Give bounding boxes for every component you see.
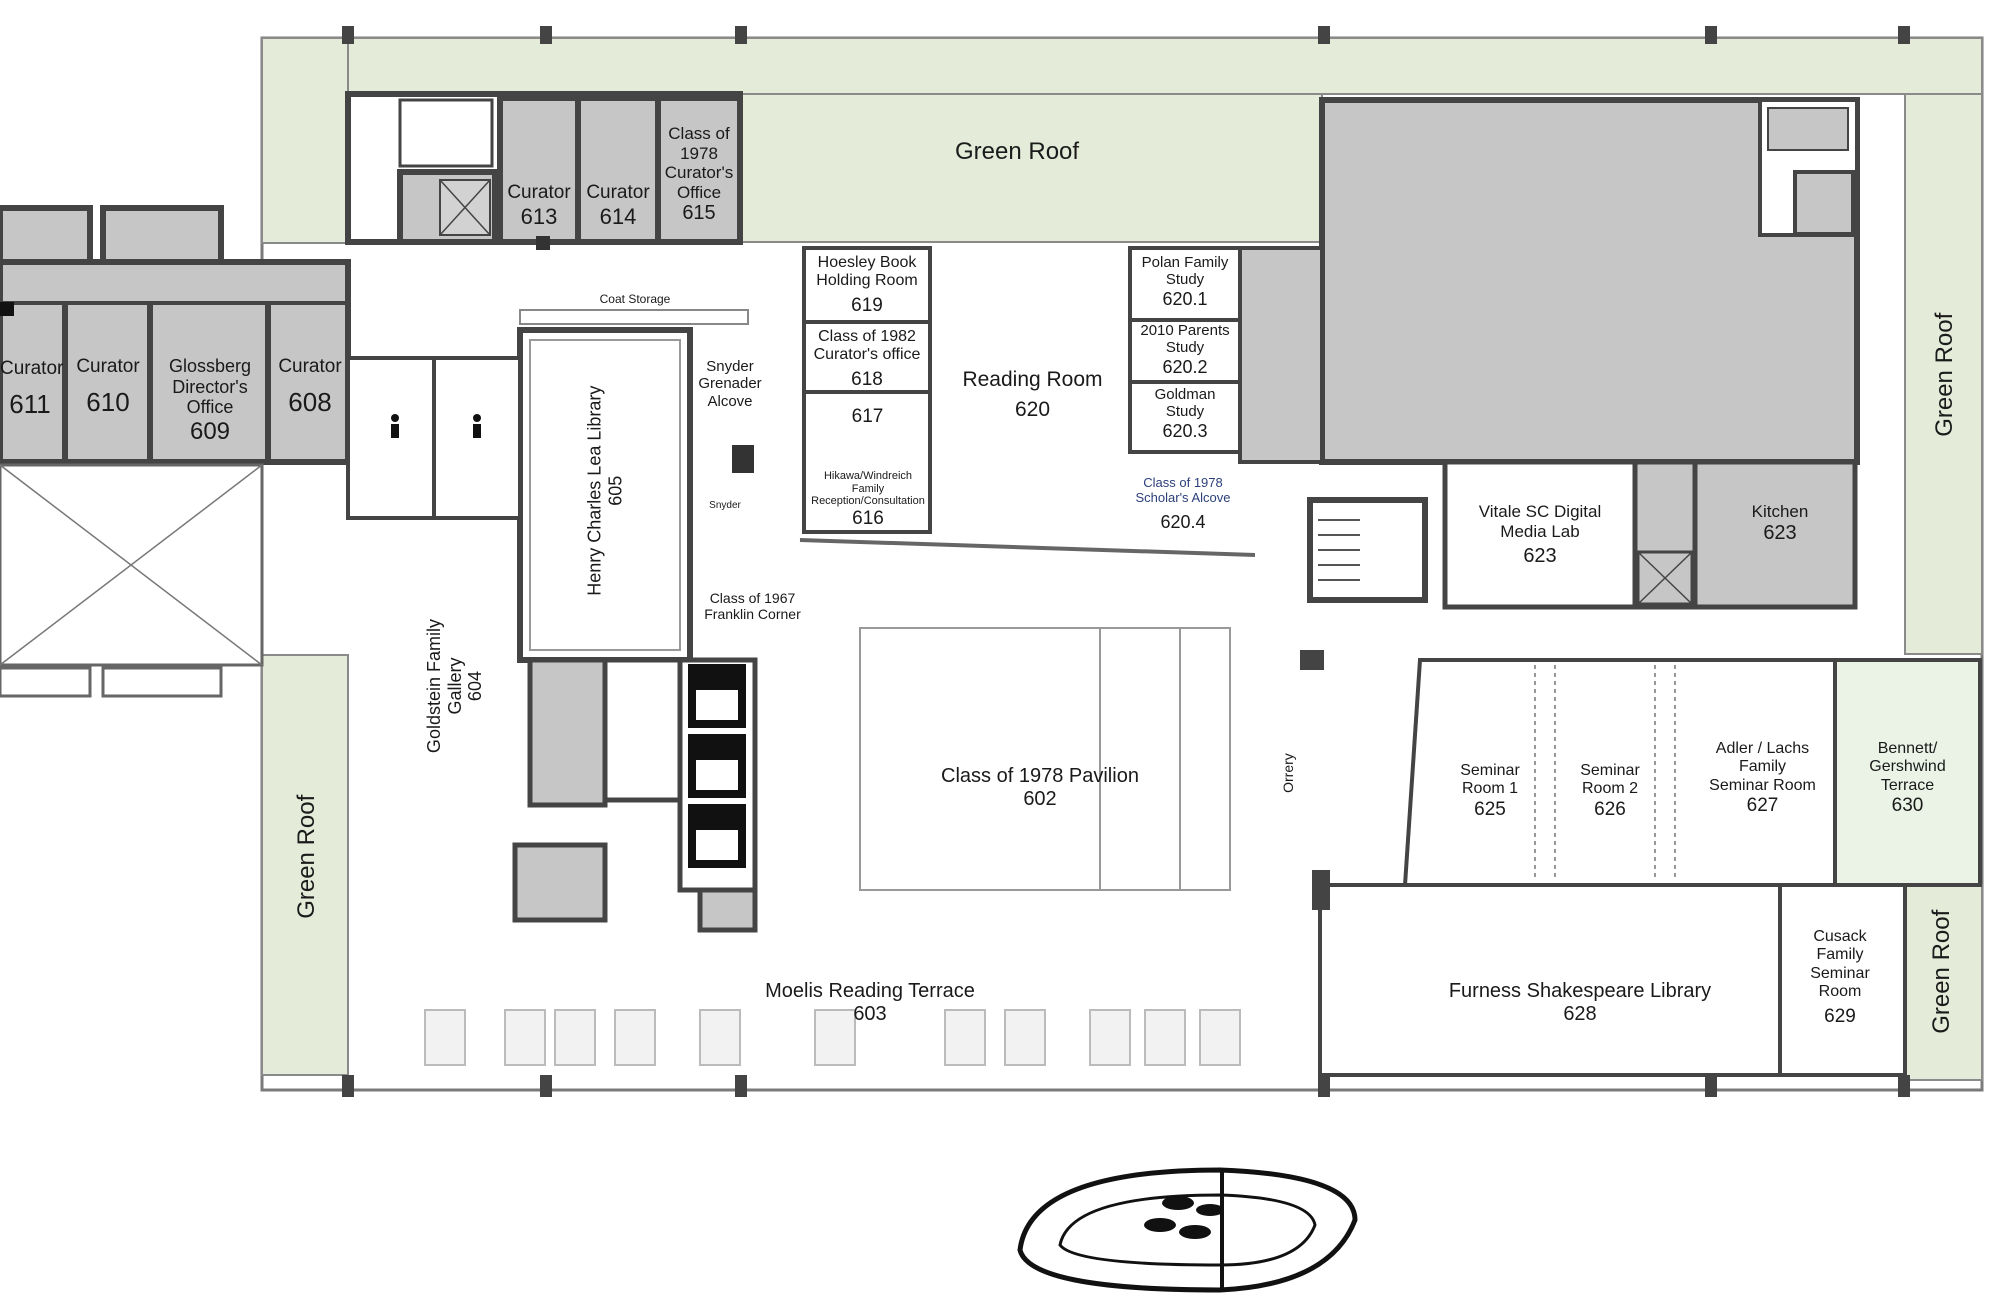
snyder-small-label: Snyder — [709, 500, 741, 511]
pavilion-seating — [859, 627, 1231, 891]
orrery-label: Orrery — [1279, 753, 1296, 793]
northeast-block — [1238, 97, 1860, 465]
north-offices — [345, 91, 743, 250]
green-roof-label-southeast: Green Roof — [1928, 909, 1956, 1034]
green-roof-label-north: Green Roof — [955, 138, 1080, 165]
east-service-rooms — [1442, 459, 1858, 610]
furness-library-block — [1318, 883, 1907, 1077]
restrooms — [346, 356, 522, 520]
left-wing — [0, 205, 351, 698]
seminar-rooms — [1402, 658, 1982, 887]
green-roof-areas — [261, 37, 1983, 1081]
elevator-icon — [688, 664, 746, 868]
compass-logo — [1017, 1167, 1358, 1293]
terrace-tables — [424, 1009, 1241, 1066]
green-roof-label-east: Green Roof — [1931, 312, 1959, 437]
structural-columns — [342, 26, 1910, 1097]
west-reading-rooms — [799, 246, 1256, 557]
study-rooms — [1128, 246, 1242, 454]
room-617-label: 617 — [851, 406, 884, 427]
coat-storage-label: Coat Storage — [599, 292, 671, 306]
printer-icon — [0, 302, 14, 316]
restroom-icon — [391, 414, 481, 438]
stair-icon — [1307, 497, 1428, 603]
green-roof-label-west: Green Roof — [293, 794, 321, 919]
